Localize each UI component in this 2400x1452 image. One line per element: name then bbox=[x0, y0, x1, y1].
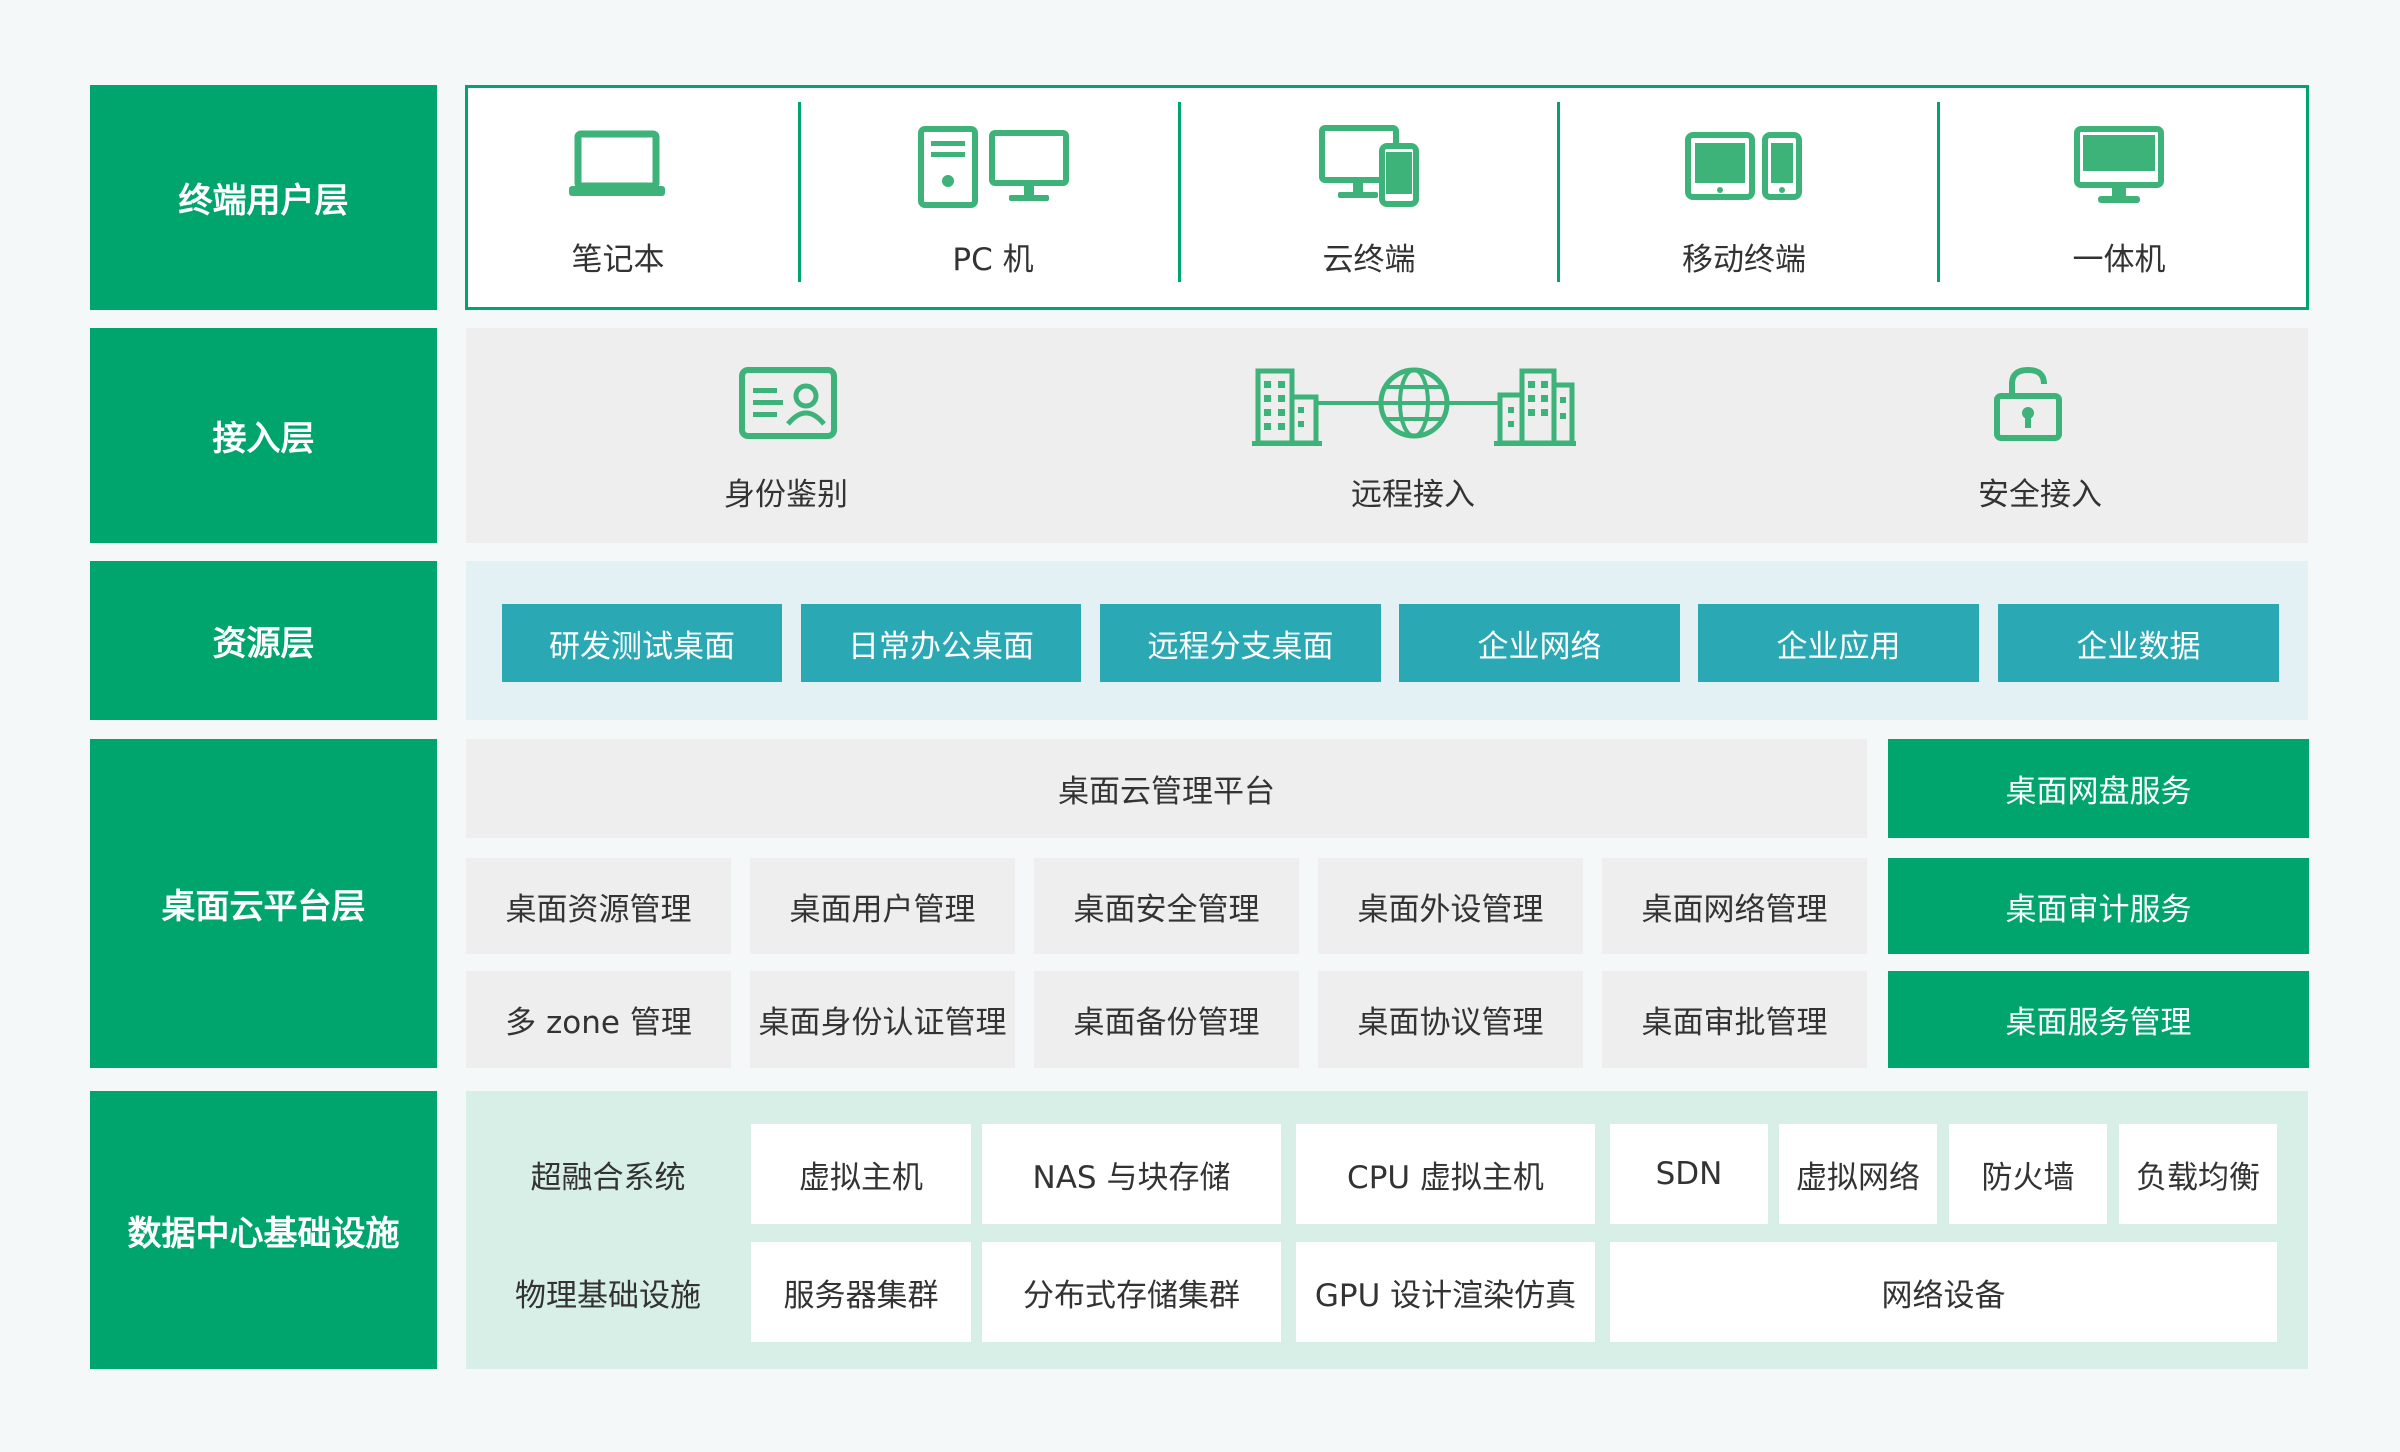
layer-label-terminal: 终端用户层 bbox=[90, 85, 437, 310]
pc-tower-monitor-icon bbox=[917, 125, 1071, 209]
resource-item: 企业应用 bbox=[1698, 604, 1979, 682]
platform-service: 桌面服务管理 bbox=[1888, 971, 2309, 1068]
terminal-item-label: 云终端 bbox=[1322, 242, 1416, 278]
terminal-divider bbox=[1557, 102, 1560, 282]
resource-item: 研发测试桌面 bbox=[502, 604, 782, 682]
terminal-divider bbox=[798, 102, 801, 282]
platform-module: 桌面外设管理 bbox=[1318, 858, 1583, 954]
platform-module: 桌面备份管理 bbox=[1034, 971, 1299, 1068]
infra-item: 负载均衡 bbox=[2119, 1124, 2277, 1224]
building-globe-building-icon bbox=[1252, 363, 1576, 447]
platform-module: 桌面用户管理 bbox=[750, 858, 1015, 954]
unlock-icon bbox=[1992, 364, 2064, 442]
terminal-item-label: 一体机 bbox=[2072, 242, 2166, 278]
resource-item: 企业数据 bbox=[1998, 604, 2279, 682]
platform-service: 桌面网盘服务 bbox=[1888, 739, 2309, 838]
resource-item: 日常办公桌面 bbox=[801, 604, 1081, 682]
terminal-item-label: 笔记本 bbox=[571, 242, 665, 278]
platform-module: 桌面安全管理 bbox=[1034, 858, 1299, 954]
access-item-label: 安全接入 bbox=[1978, 476, 2102, 513]
infra-item: SDN bbox=[1610, 1124, 1768, 1224]
platform-module: 桌面网络管理 bbox=[1602, 858, 1867, 954]
infra-item: CPU 虚拟主机 bbox=[1296, 1124, 1595, 1224]
platform-service: 桌面审计服务 bbox=[1888, 858, 2309, 954]
layer-label-resource: 资源层 bbox=[90, 561, 437, 720]
infra-item: 虚拟主机 bbox=[751, 1124, 971, 1224]
laptop-icon bbox=[567, 128, 667, 200]
layer-label-access: 接入层 bbox=[90, 328, 437, 543]
layer-label-infra: 数据中心基础设施 bbox=[90, 1091, 437, 1369]
cloud-terminal-icon bbox=[1318, 124, 1420, 208]
infra-item: GPU 设计渲染仿真 bbox=[1296, 1242, 1595, 1342]
terminal-item-label: PC 机 bbox=[952, 242, 1034, 278]
mobile-devices-icon bbox=[1685, 132, 1803, 200]
terminal-item-label: 移动终端 bbox=[1682, 242, 1806, 278]
infra-item: 服务器集群 bbox=[751, 1242, 971, 1342]
mgmt-platform-bar: 桌面云管理平台 bbox=[466, 739, 1867, 838]
id-card-icon bbox=[738, 366, 838, 440]
infra-item: 虚拟网络 bbox=[1779, 1124, 1937, 1224]
platform-module: 桌面资源管理 bbox=[466, 858, 731, 954]
infra-row-label: 超融合系统 bbox=[530, 1159, 686, 1196]
resource-item: 远程分支桌面 bbox=[1100, 604, 1381, 682]
platform-module: 桌面审批管理 bbox=[1602, 971, 1867, 1068]
access-item-label: 远程接入 bbox=[1351, 476, 1475, 513]
infra-row-label: 物理基础设施 bbox=[515, 1277, 701, 1314]
platform-module: 桌面协议管理 bbox=[1318, 971, 1583, 1068]
all-in-one-icon bbox=[2074, 126, 2164, 206]
platform-module: 桌面身份认证管理 bbox=[750, 971, 1015, 1068]
resource-item: 企业网络 bbox=[1399, 604, 1680, 682]
infra-item: 网络设备 bbox=[1610, 1242, 2277, 1342]
infra-item: 分布式存储集群 bbox=[982, 1242, 1281, 1342]
platform-module: 多 zone 管理 bbox=[466, 971, 731, 1068]
layer-label-platform: 桌面云平台层 bbox=[90, 739, 437, 1068]
access-item-label: 身份鉴别 bbox=[724, 476, 848, 513]
terminal-divider bbox=[1937, 102, 1940, 282]
terminal-divider bbox=[1178, 102, 1181, 282]
infra-item: NAS 与块存储 bbox=[982, 1124, 1281, 1224]
infra-item: 防火墙 bbox=[1949, 1124, 2107, 1224]
